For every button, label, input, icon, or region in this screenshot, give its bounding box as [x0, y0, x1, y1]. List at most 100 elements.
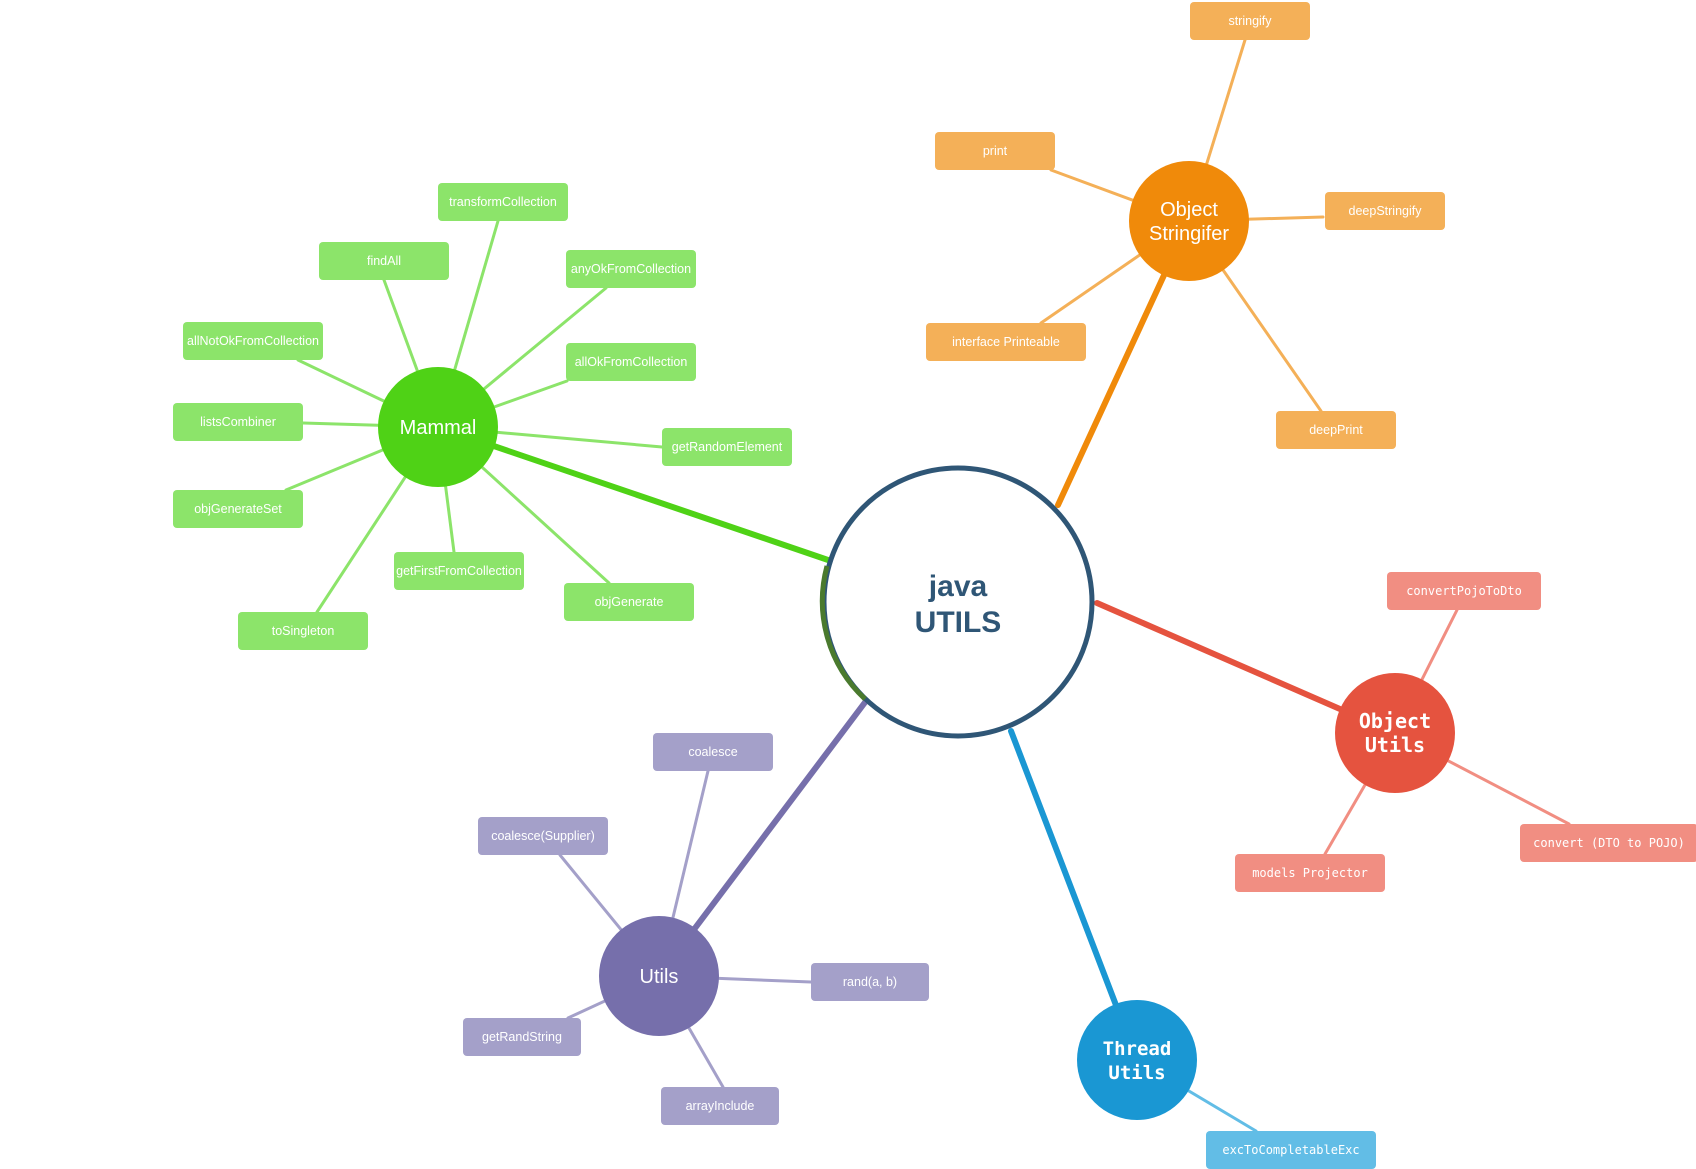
leaf-box — [1206, 1131, 1376, 1169]
branch-circle — [378, 367, 498, 487]
leaf-label: toSingleton — [272, 624, 335, 638]
leaf-box — [1520, 824, 1696, 862]
branch-circle — [1077, 1000, 1197, 1120]
leaf-label: transformCollection — [449, 195, 557, 209]
branch-label: Mammal — [400, 417, 477, 439]
leaf-label: rand(a, b) — [843, 975, 897, 989]
branch-circle — [1129, 161, 1249, 281]
leaf-node-coalesce[interactable]: coalesce — [653, 733, 773, 771]
branch-label: Object — [1359, 709, 1431, 733]
central-label: java — [928, 570, 988, 603]
leaf-node-coalesce-supplier[interactable]: coalesce(Supplier) — [478, 817, 608, 855]
leaf-node-get-first-from-collection[interactable]: getFirstFromCollection — [394, 552, 524, 590]
leaf-label: excToCompletableExc — [1222, 1143, 1359, 1157]
leaf-label: convertPojoToDto — [1406, 584, 1522, 598]
leaf-label: models Projector — [1252, 866, 1368, 880]
leaf-node-all-not-ok-from-collection[interactable]: allNotOkFromCollection — [183, 322, 323, 360]
leaf-node-get-random-element[interactable]: getRandomElement — [662, 428, 792, 466]
leaf-node-rand-a-b[interactable]: rand(a, b) — [811, 963, 929, 1001]
leaf-box — [1190, 2, 1310, 40]
leaf-node-find-all[interactable]: findAll — [319, 242, 449, 280]
leaf-box — [926, 323, 1086, 361]
leaf-box — [1235, 854, 1385, 892]
leaf-label: interface Printeable — [952, 335, 1060, 349]
branch-label: Utils — [1365, 733, 1425, 757]
leaf-label: allNotOkFromCollection — [187, 334, 319, 348]
branch-circle — [1335, 673, 1455, 793]
branch-node-mammal[interactable]: Mammal — [378, 367, 498, 487]
leaf-node-lists-combiner[interactable]: listsCombiner — [173, 403, 303, 441]
leaf-box — [319, 242, 449, 280]
leaf-label: findAll — [367, 254, 401, 268]
leaf-node-deep-stringify[interactable]: deepStringify — [1325, 192, 1445, 230]
leaf-box — [1325, 192, 1445, 230]
leaf-node-stringify[interactable]: stringify — [1190, 2, 1310, 40]
leaf-node-to-singleton[interactable]: toSingleton — [238, 612, 368, 650]
leaf-node-deep-print[interactable]: deepPrint — [1276, 411, 1396, 449]
leaf-label: print — [983, 144, 1008, 158]
leaf-box — [566, 250, 696, 288]
branch-label: Thread — [1103, 1038, 1172, 1060]
branch-circle — [599, 916, 719, 1036]
leaf-box — [173, 403, 303, 441]
leaf-label: getFirstFromCollection — [396, 564, 522, 578]
branch-node-utils[interactable]: Utils — [599, 916, 719, 1036]
leaf-box — [661, 1087, 779, 1125]
leaf-node-print[interactable]: print — [935, 132, 1055, 170]
connector-mammal — [435, 424, 834, 564]
leaf-box — [564, 583, 694, 621]
leaf-label: convert (DTO to POJO) — [1533, 836, 1685, 850]
leaf-node-all-ok-from-collection[interactable]: allOkFromCollection — [566, 343, 696, 381]
leaf-node-interface-printeable[interactable]: interface Printeable — [926, 323, 1086, 361]
leaf-box — [394, 552, 524, 590]
leaf-box — [1387, 572, 1541, 610]
leaf-box — [438, 183, 568, 221]
leaf-label: objGenerate — [595, 595, 664, 609]
leaf-node-convert-pojo-to-dto[interactable]: convertPojoToDto — [1387, 572, 1541, 610]
leaf-node-obj-generate-set[interactable]: objGenerateSet — [173, 490, 303, 528]
leaf-box — [463, 1018, 581, 1056]
leaf-label: getRandString — [482, 1030, 562, 1044]
central-label: UTILS — [915, 606, 1002, 639]
leaf-node-obj-generate[interactable]: objGenerate — [564, 583, 694, 621]
leaf-box — [238, 612, 368, 650]
branch-label: Utils — [640, 966, 679, 988]
leaf-label: deepStringify — [1349, 204, 1423, 218]
leaf-node-exc-to-completable-exc[interactable]: excToCompletableExc — [1206, 1131, 1376, 1169]
leaf-node-models-projector[interactable]: models Projector — [1235, 854, 1385, 892]
branch-label: Stringifer — [1149, 223, 1229, 245]
leaf-box — [173, 490, 303, 528]
leaf-node-transform-collection[interactable]: transformCollection — [438, 183, 568, 221]
branch-label: Object — [1160, 199, 1218, 221]
leaf-box — [653, 733, 773, 771]
leaf-label: stringify — [1228, 14, 1272, 28]
leaf-label: objGenerateSet — [194, 502, 282, 516]
leaf-box — [1276, 411, 1396, 449]
leaf-label: arrayInclude — [686, 1099, 755, 1113]
leaf-label: deepPrint — [1309, 423, 1363, 437]
leaf-box — [478, 817, 608, 855]
leaf-box — [566, 343, 696, 381]
leaf-box — [811, 963, 929, 1001]
leaf-label: allOkFromCollection — [575, 355, 688, 369]
branch-label: Utils — [1108, 1062, 1165, 1084]
central-circle-accent — [819, 565, 867, 701]
leaf-box — [662, 428, 792, 466]
leaf-label: coalesce(Supplier) — [491, 829, 595, 843]
leaf-node-convert-dto-to-pojo[interactable]: convert (DTO to POJO) — [1520, 824, 1696, 862]
leaf-label: coalesce — [688, 745, 737, 759]
leaf-node-get-rand-string[interactable]: getRandString — [463, 1018, 581, 1056]
leaf-node-array-include[interactable]: arrayInclude — [661, 1087, 779, 1125]
leaf-label: listsCombiner — [200, 415, 276, 429]
leaf-node-any-ok-from-collection[interactable]: anyOkFromCollection — [566, 250, 696, 288]
leaf-box — [183, 322, 323, 360]
leaf-label: getRandomElement — [672, 440, 783, 454]
node-layer: transformCollection findAll anyOkFromColle… — [173, 2, 1696, 1169]
leaf-box — [935, 132, 1055, 170]
leaf-label: anyOkFromCollection — [571, 262, 691, 276]
